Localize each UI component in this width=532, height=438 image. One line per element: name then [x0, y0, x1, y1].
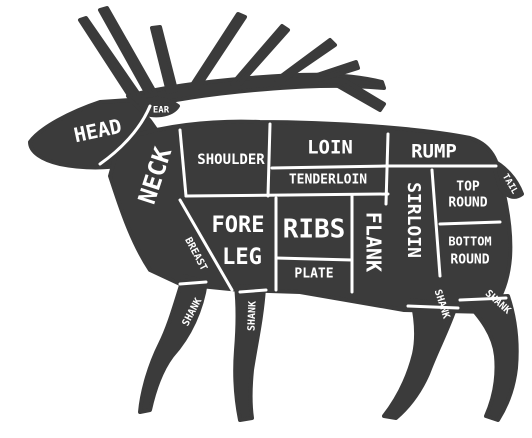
label-ribs: RIBS	[283, 215, 346, 245]
label-top-round-top: TOP	[456, 180, 480, 195]
seam	[276, 258, 352, 260]
label-flank: FLANK	[362, 212, 386, 272]
seam	[186, 194, 388, 196]
label-fore-leg-top: FORE	[212, 213, 265, 238]
label-top-round-bottom: ROUND	[448, 196, 487, 211]
seam	[240, 290, 266, 292]
seam	[268, 124, 270, 196]
label-bottom-round-bottom: ROUND	[450, 253, 489, 268]
seam	[386, 134, 388, 204]
label-shoulder: SHOULDER	[197, 152, 265, 168]
hind-leg-right	[462, 296, 517, 420]
label-fore-shank: SHANK	[246, 301, 258, 331]
label-fore-leg-bottom: LEG	[222, 245, 262, 270]
antler-tine	[152, 27, 176, 92]
label-rump: RUMP	[411, 141, 457, 163]
label-ear: EAR	[153, 106, 170, 116]
front-leg-left	[140, 276, 206, 412]
label-loin: LOIN	[307, 137, 353, 159]
label-plate: PLATE	[294, 267, 333, 282]
seam	[440, 222, 500, 224]
label-bottom-round-top: BOTTOM	[448, 235, 491, 249]
label-tenderloin: TENDERLOIN	[289, 173, 367, 188]
label-sirloin: SIRLOIN	[403, 182, 424, 258]
seam	[408, 306, 458, 308]
seam	[180, 282, 206, 284]
seam	[272, 166, 386, 168]
